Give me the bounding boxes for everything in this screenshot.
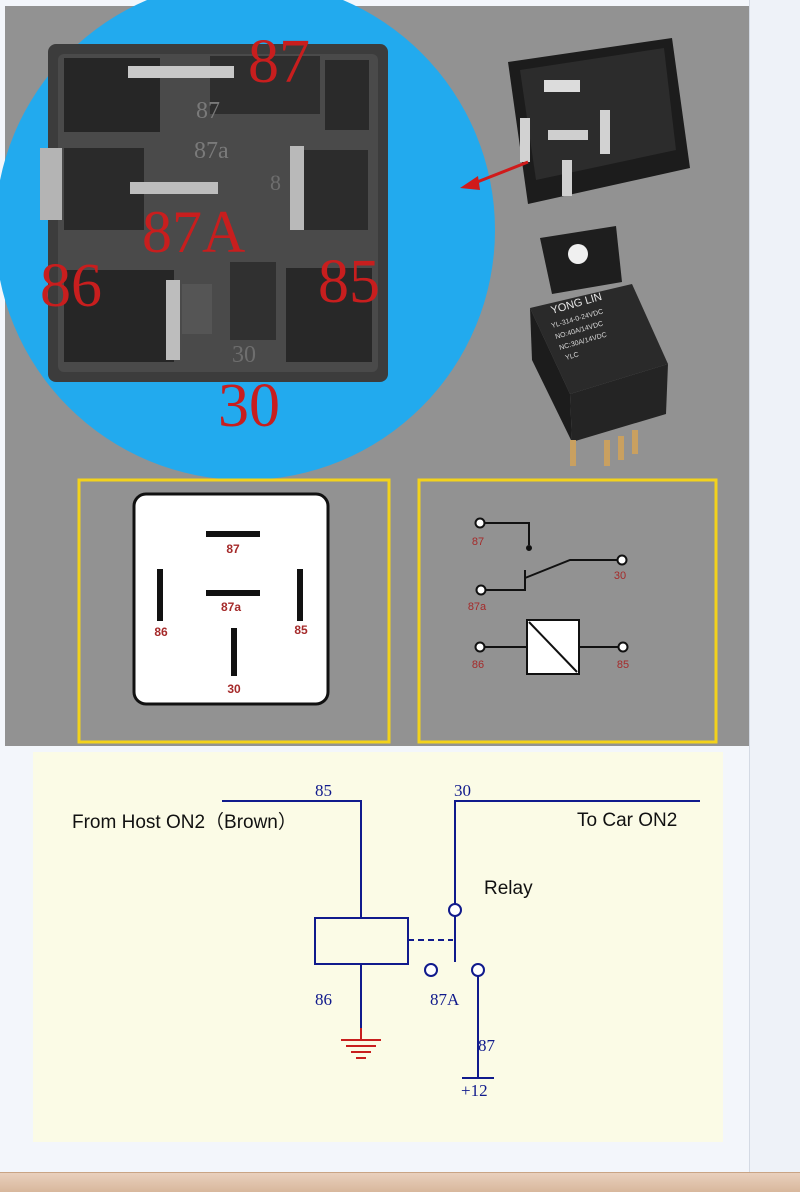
schematic-30-label: 30 [614,570,626,582]
schematic-86-label: 86 [472,659,484,671]
relay-schematic-box: 87 30 87a 86 85 [417,478,718,744]
pin-86-label: 86 [40,252,102,320]
wiring-diagram: From Host ON2（Brown） To Car ON2 Relay 85… [72,781,700,1100]
pinout-87a-label: 87a [221,600,241,614]
terminal-87 [128,66,234,78]
contact-30 [448,903,462,917]
wiring-diagram-panel [33,752,723,1142]
pinout-30-label: 30 [227,682,241,696]
pinout-box: 87 87a 86 85 30 [77,478,391,744]
wire-30-label: 30 [454,781,471,800]
window-bottom-bar [0,1172,800,1192]
molded-30-label: 30 [232,342,256,368]
relay-cert-mark: YLC [565,351,580,361]
terminal-87a [130,182,218,194]
window-right-edge [749,0,800,1191]
relay-photo: YONG LIN YL-314-0-24VDC NO:40A/14VDC NC:… [530,226,668,466]
pin-87a-label: 87A [142,199,245,265]
molded-87-label: 87 [196,98,220,124]
wire-30 [454,800,700,904]
arrow-icon [460,160,529,190]
relay-coil [314,917,409,965]
wire-85 [222,800,362,918]
pin-30-label: 30 [218,372,280,440]
terminal-86-side [40,148,62,220]
terminal-30 [166,280,180,360]
relay-label: Relay [484,878,533,899]
from-host-label: From Host ON2（Brown） [72,811,297,833]
pinout-85-label: 85 [294,623,308,637]
schematic-87a-label: 87a [468,601,487,613]
wire-86-label: 86 [315,990,332,1009]
pinout-87-label: 87 [226,542,240,556]
wire-85-label: 85 [315,781,332,800]
relay-socket-photo [508,38,690,204]
to-car-label: To Car ON2 [577,810,677,831]
contact-87 [471,963,485,977]
pin-85-label: 85 [318,248,380,316]
wire-87a-label: 87A [430,990,460,1009]
molded-8-label: 8 [270,170,281,195]
schematic-87-label: 87 [472,536,484,548]
supply-label: +12 [461,1081,488,1100]
schematic-85-label: 85 [617,659,629,671]
wire-87-label: 87 [478,1036,496,1055]
terminal-85-side [290,146,304,230]
contact-87a [424,963,438,977]
molded-87a-label: 87a [194,138,229,164]
pinout-86-label: 86 [154,625,168,639]
pin-87-label: 87 [248,28,310,96]
relay-socket-closeup: 87 87a 8 30 87 87A 86 85 30 [0,0,495,480]
ground-icon [341,1028,381,1059]
